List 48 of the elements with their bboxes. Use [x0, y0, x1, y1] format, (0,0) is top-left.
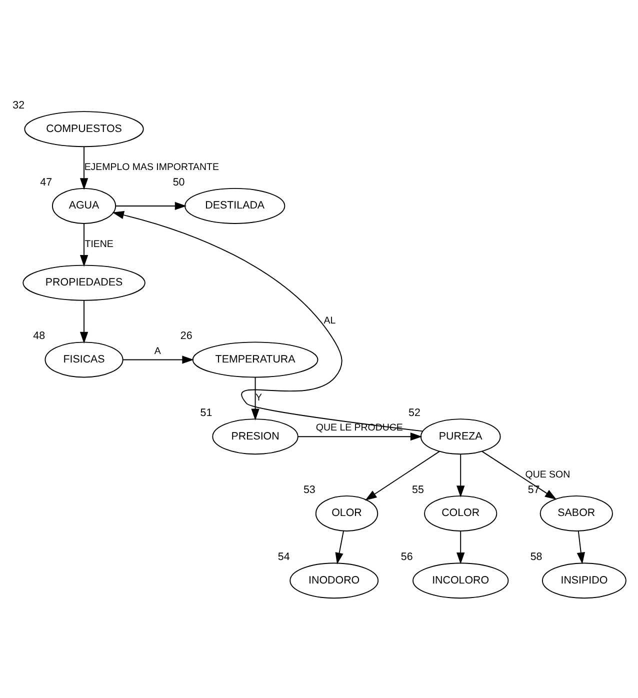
node-label: 57 — [528, 484, 540, 496]
node-label: 51 — [200, 406, 212, 419]
node-ellipse: FISICAS — [44, 342, 124, 378]
arrow — [112, 211, 424, 432]
arrow — [298, 432, 422, 441]
node-ellipse: OLOR — [315, 495, 378, 532]
arrow — [80, 146, 88, 190]
node-label: 48 — [33, 330, 46, 342]
arrow — [482, 450, 557, 500]
node-ellipse: COLOR — [424, 495, 498, 532]
node-ellipse: SABOR — [540, 495, 613, 532]
node-ellipse: PROPIEDADES — [22, 264, 146, 301]
node-label: 54 — [278, 550, 290, 563]
node-ellipse: COMPUESTOS — [24, 111, 144, 148]
edge-label: Y — [255, 392, 262, 404]
edge-label: QUE LE PRODUCE — [316, 422, 403, 434]
arrow — [251, 376, 260, 420]
node-label: 53 — [303, 484, 316, 496]
node-label: 58 — [530, 550, 542, 563]
edge-label: TIENE — [84, 238, 114, 250]
node-ellipse: AGUA — [52, 188, 116, 224]
edge-label: AL — [324, 316, 336, 327]
node-ellipse: INCOLORO — [412, 562, 509, 599]
node-ellipse: PRESION — [212, 418, 298, 455]
arrow — [576, 530, 585, 564]
node-ellipse: INSIPIDO — [542, 562, 626, 599]
node-label: 52 — [408, 406, 420, 419]
node-ellipse: INODORO — [290, 562, 379, 599]
node-ellipse: DESTILADA — [184, 188, 286, 224]
node-ellipse: TEMPERATURA — [192, 342, 318, 378]
edge-label: A — [154, 346, 161, 357]
arrow — [335, 530, 344, 564]
edge-label: QUE SON — [525, 469, 570, 480]
arrow — [115, 202, 187, 210]
node-label: 47 — [40, 176, 52, 188]
arrow — [456, 454, 465, 498]
node-label: 56 — [400, 550, 413, 563]
arrow — [122, 356, 194, 364]
node-label: 55 — [412, 484, 424, 496]
arrow — [80, 300, 88, 344]
node-label: 50 — [172, 176, 185, 188]
node-label: 32 — [12, 99, 25, 112]
arrow — [365, 450, 440, 500]
node-label: 26 — [180, 330, 192, 342]
arrow — [456, 530, 465, 564]
arrow — [80, 223, 88, 267]
node-ellipse: PUREZA — [420, 418, 501, 455]
edge-label: EJEMPLO MAS IMPORTANTE — [84, 162, 219, 173]
